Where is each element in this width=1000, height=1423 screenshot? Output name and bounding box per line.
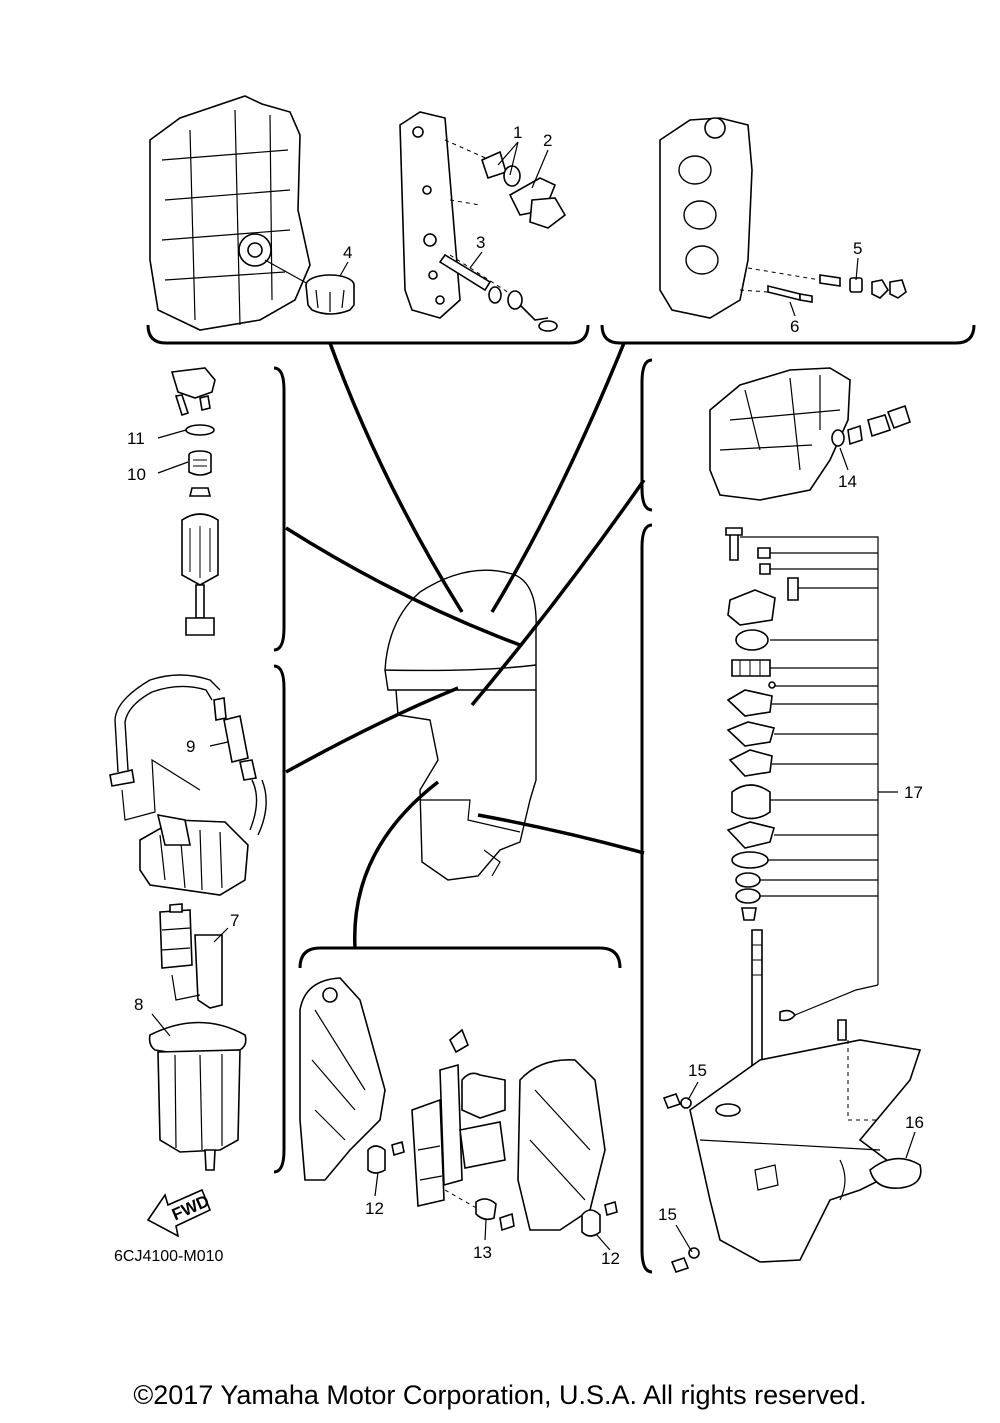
callout-8: 8 [134,995,143,1014]
callout-1: 1 [513,123,522,142]
group-brackets [146,324,976,1274]
gasket [148,1021,247,1055]
callout-17-bracket [740,536,879,1016]
cylinder-head-assembly [659,117,907,319]
fuel-filter-assembly [170,367,219,636]
spark-plug [767,284,813,303]
leader-lines [285,342,646,949]
bushing-12b [581,1209,601,1237]
pump-case [731,784,771,820]
gasket-b [728,749,773,777]
anode-rod [438,253,558,332]
gasket-c [726,821,775,849]
oil-filter [305,274,355,315]
callout-11: 11 [127,429,145,448]
callout-16: 16 [905,1113,924,1132]
impeller [731,659,771,677]
bushing-13 [475,1198,497,1221]
fuel-pump [159,903,193,969]
callout-4: 4 [343,243,352,262]
callout-13: 13 [473,1243,492,1262]
callout-9: 9 [186,737,195,756]
callout-14: 14 [838,472,857,491]
pump-filter [194,934,223,1009]
callout-2: 2 [543,131,552,150]
crankcase-assembly [149,95,355,331]
o-ring-b [731,851,769,869]
drawing-code: 6CJ4100-M010 [114,1248,224,1265]
exhaust-cover-assembly [399,111,567,332]
copyright-notice: ©2017 Yamaha Motor Corporation, U.S.A. A… [133,1380,867,1410]
bottom-cowling-assembly [709,367,911,501]
outboard-motor-outline [384,569,537,881]
lower-unit [662,1039,922,1273]
callout-7: 7 [230,911,239,930]
water-pump-kit [725,527,847,1101]
callout-12a: 12 [365,1199,384,1218]
pump-housing [727,589,776,626]
callout-15a: 15 [688,1061,707,1080]
inline-filter [213,697,257,781]
power-trim-tilt [411,1028,515,1232]
filter-element [188,450,212,476]
fwd-arrow: FWD [146,1188,212,1238]
outer-plate [726,689,773,717]
vapor-separator-assembly [109,674,267,1171]
gasket-a [726,721,776,747]
o-ring [185,424,215,436]
callout-15b: 15 [658,1205,677,1224]
callout-labels: 1 2 3 4 5 6 7 8 9 10 11 12 12 13 14 15 1… [127,123,924,1268]
callout-3: 3 [476,233,485,252]
callout-10: 10 [127,465,146,484]
thermostat-cover [819,274,907,299]
callout-6: 6 [790,317,799,336]
bushing-12a [367,1145,386,1174]
callout-leaders [151,141,916,1253]
callout-12b: 12 [601,1249,620,1268]
thermostat [481,150,567,229]
callout-5: 5 [853,239,862,258]
clamp-bracket-assembly [299,977,618,1237]
anode [869,1157,922,1189]
callout-17: 17 [904,783,923,802]
